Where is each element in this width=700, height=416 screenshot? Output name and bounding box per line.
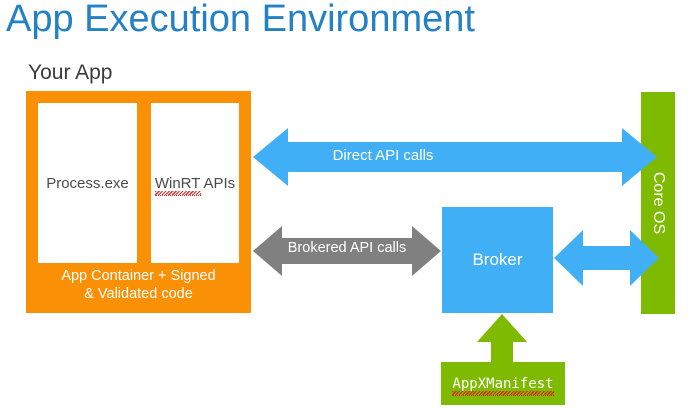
direct-api-calls-arrow	[253, 128, 657, 186]
app-container-box: Process.exe WinRT APIs App Container + S…	[26, 91, 251, 313]
app-container-caption: App Container + Signed & Validated code	[26, 267, 251, 303]
appxmanifest-label: AppXManifest	[452, 375, 554, 396]
your-app-caption: Your App	[28, 61, 113, 84]
app-container-caption-line1: App Container + Signed	[61, 268, 216, 284]
broker-box: Broker	[442, 207, 553, 313]
core-os-box: Core OS	[641, 92, 675, 314]
broker-label: Broker	[472, 250, 523, 269]
core-os-label: Core OS	[650, 171, 667, 235]
process-exe-label: Process.exe	[46, 174, 129, 192]
process-exe-box: Process.exe	[38, 103, 137, 263]
direct-api-calls-label: Direct API calls	[332, 147, 434, 164]
appxmanifest-box: AppXManifest	[441, 362, 565, 405]
app-container-caption-line2: & Validated code	[84, 286, 193, 302]
brokered-api-calls-label: Brokered API calls	[287, 240, 407, 256]
winrt-apis-box: WinRT APIs	[151, 103, 239, 263]
manifest-to-broker-arrow	[477, 314, 527, 364]
page-title: App Execution Environment	[6, 0, 475, 40]
winrt-apis-label: WinRT APIs	[154, 174, 236, 196]
